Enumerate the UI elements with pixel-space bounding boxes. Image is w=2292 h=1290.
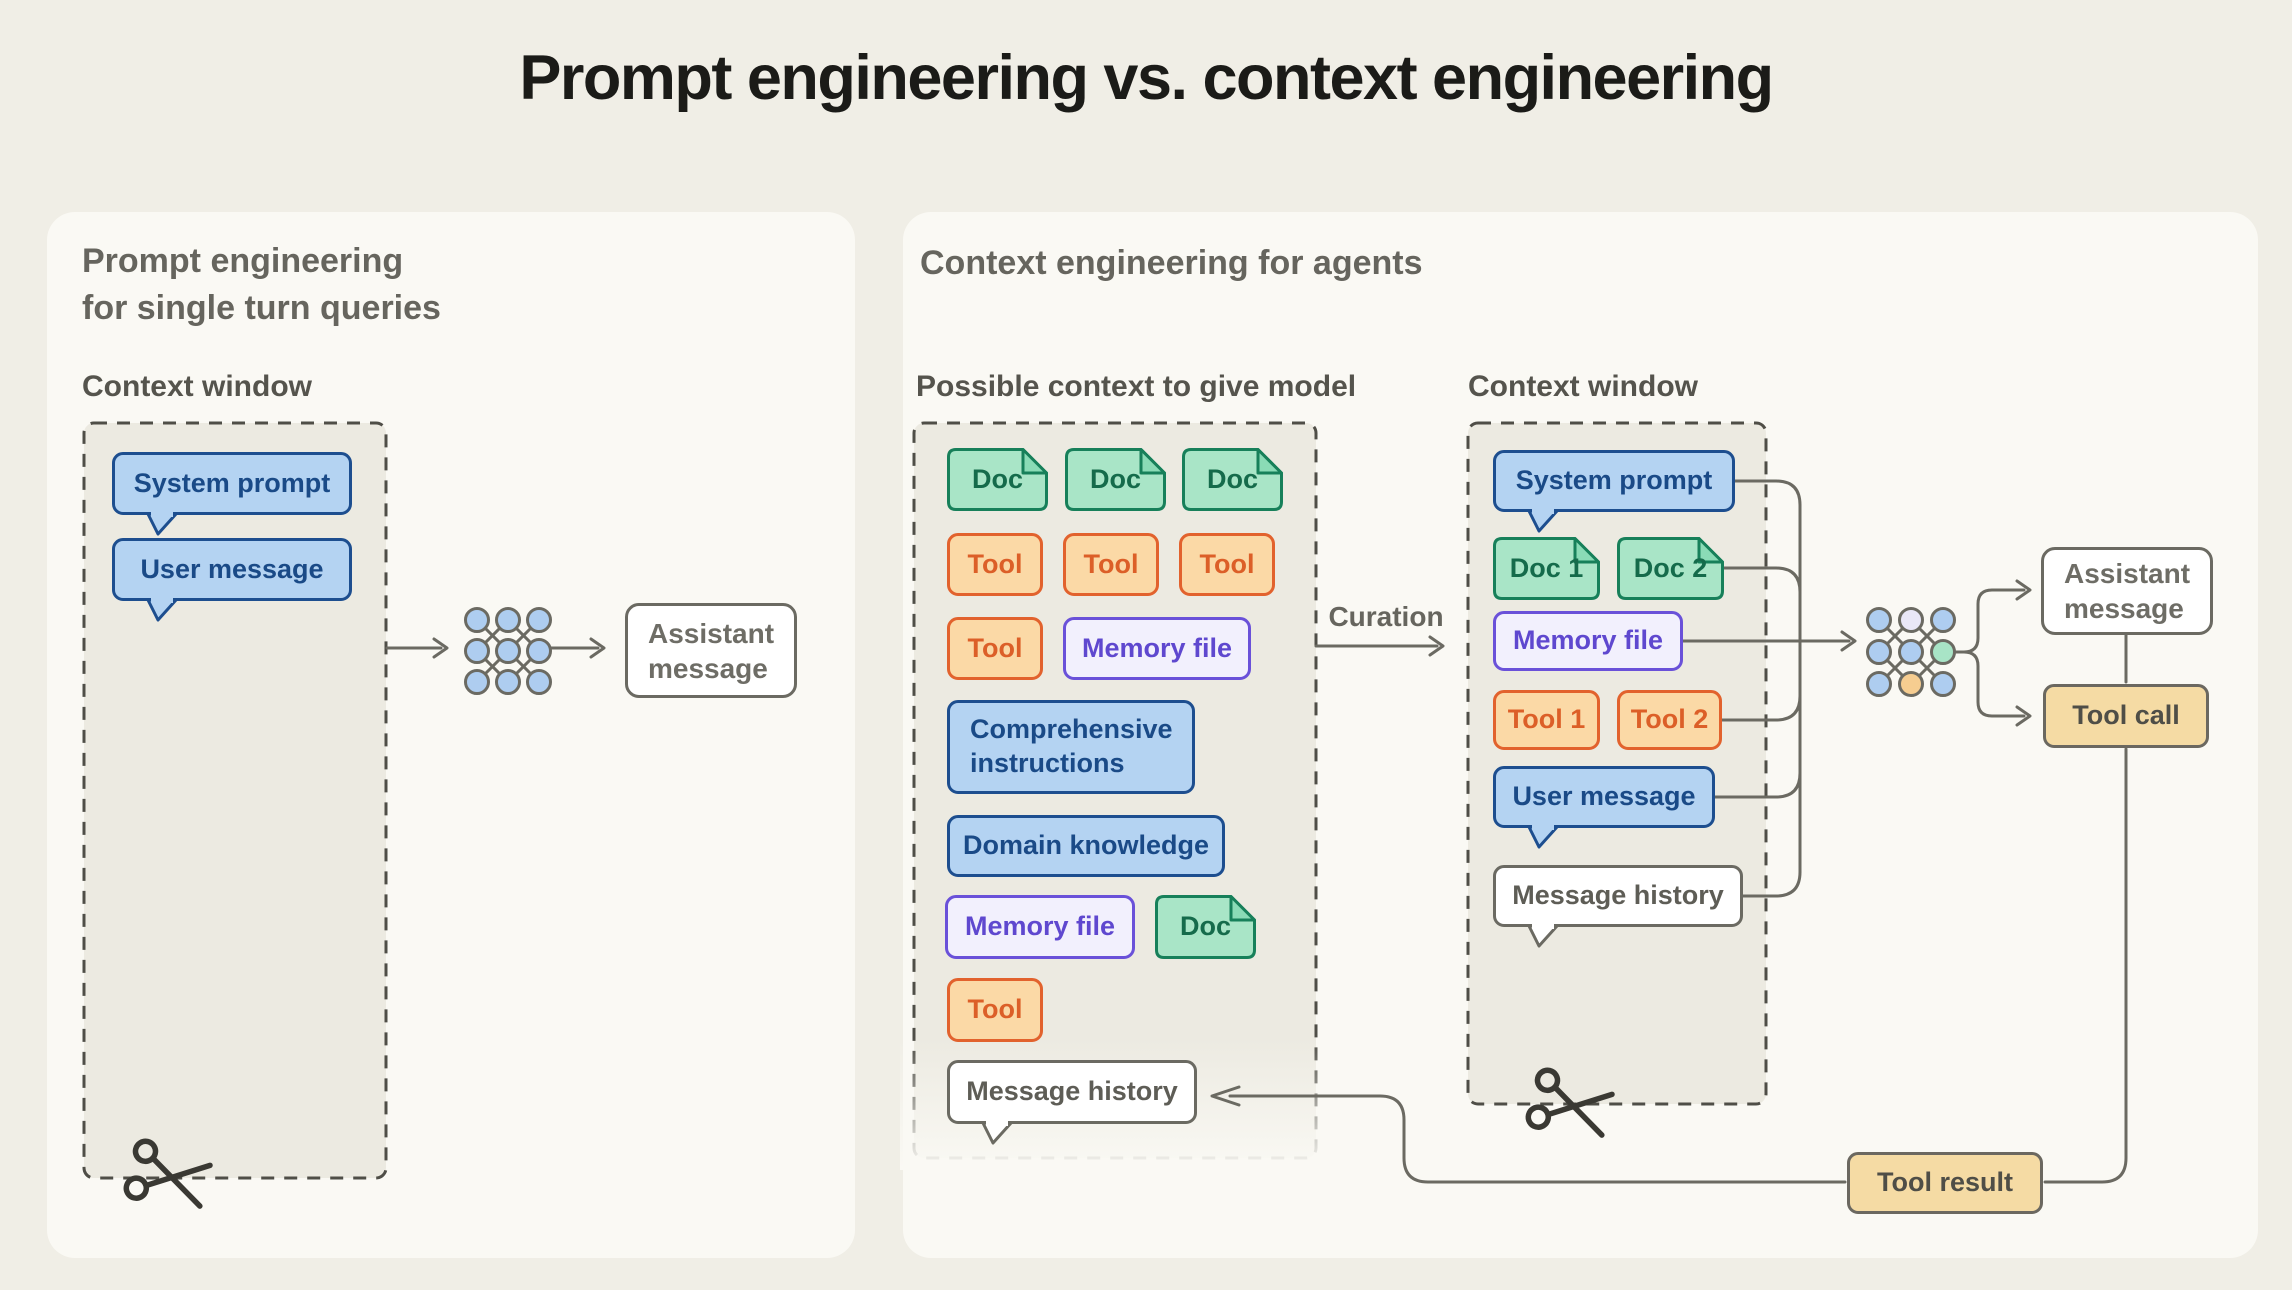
user-message-chip: User message: [112, 538, 352, 622]
curation-label: Curation: [1328, 601, 1444, 632]
doc-icon: [1182, 448, 1283, 511]
doc-chip: Doc: [1155, 895, 1256, 959]
tool-chip: Tool: [1179, 533, 1275, 596]
doc-chip: Doc: [1182, 448, 1283, 511]
tool-call-box: Tool call: [2043, 684, 2209, 748]
tool1-chip: Tool 1: [1493, 690, 1600, 750]
doc-icon: [1493, 537, 1600, 600]
merge-bracket: [1681, 479, 1857, 898]
message-history-chip: Message history: [947, 1060, 1197, 1145]
assistant-message-label: Assistant message: [648, 617, 775, 684]
model-input-arrow: [385, 637, 449, 659]
memory-file-chip: Memory file: [945, 895, 1135, 959]
speech-tail: [1527, 921, 1559, 948]
assistant-message-box: Assistant message: [2041, 547, 2213, 635]
domain-knowledge-chip: Domain knowledge: [947, 815, 1225, 877]
comprehensive-instructions-chip: Comprehensive instructions: [947, 700, 1195, 794]
scissors-icon: [123, 1138, 213, 1209]
assistant-message-box: Assistant message: [625, 603, 797, 698]
speech-tail: [1527, 822, 1559, 849]
tool2-chip: Tool 2: [1617, 690, 1722, 750]
user-message-label: User message: [140, 553, 324, 584]
model-output-arrow: [543, 637, 606, 659]
neural-network-icon: [464, 607, 552, 695]
left-panel-heading-line2: for single turn queries: [82, 289, 441, 327]
curation-arrow: [1314, 635, 1445, 657]
page-title: Prompt engineering vs. context engineeri…: [519, 43, 1774, 113]
memory-file-chip: Memory file: [1493, 611, 1683, 671]
tool-chip: Tool: [947, 978, 1043, 1042]
speech-tail: [146, 595, 178, 622]
speech-tail: [1527, 506, 1559, 533]
context-window-box-left: [82, 421, 388, 1180]
left-context-window-label: Context window: [82, 370, 312, 403]
doc-icon: [1065, 448, 1166, 511]
toolcall-to-toolresult-line: [2043, 747, 2128, 1184]
left-panel-heading-line1: Prompt engineering: [82, 242, 404, 280]
tool-chip: Tool: [947, 617, 1043, 680]
doc1-chip: Doc 1: [1493, 537, 1600, 600]
scissors-icon: [1525, 1067, 1615, 1138]
system-prompt-label: System prompt: [133, 467, 331, 498]
doc-icon: [1617, 537, 1724, 600]
doc-chip: Doc: [947, 448, 1048, 511]
toolresult-return-arrow: [1210, 1085, 1847, 1184]
system-prompt-chip: System prompt: [1493, 450, 1735, 533]
tool-chip: Tool: [1063, 533, 1159, 596]
doc2-chip: Doc 2: [1617, 537, 1724, 600]
left-panel-heading: Prompt engineering for single turn queri…: [82, 238, 441, 332]
context-window-box-right: [1466, 421, 1768, 1106]
possible-context-label: Possible context to give model: [916, 370, 1357, 403]
doc-icon: [1155, 895, 1256, 959]
doc-chip: Doc: [1065, 448, 1166, 511]
speech-tail: [146, 509, 178, 536]
output-split-bracket: [1952, 579, 2032, 727]
doc-icon: [947, 448, 1048, 511]
tool-chip: Tool: [947, 533, 1043, 596]
system-prompt-chip: System prompt: [112, 452, 352, 536]
message-history-chip: Message history: [1493, 865, 1743, 948]
tool-result-box: Tool result: [1847, 1152, 2043, 1214]
neural-network-icon: [1866, 607, 1956, 697]
user-message-chip: User message: [1493, 766, 1715, 849]
right-panel-heading: Context engineering for agents: [920, 244, 1423, 282]
right-context-window-label: Context window: [1468, 370, 1698, 403]
memory-file-chip: Memory file: [1063, 617, 1251, 680]
speech-tail: [981, 1118, 1013, 1145]
